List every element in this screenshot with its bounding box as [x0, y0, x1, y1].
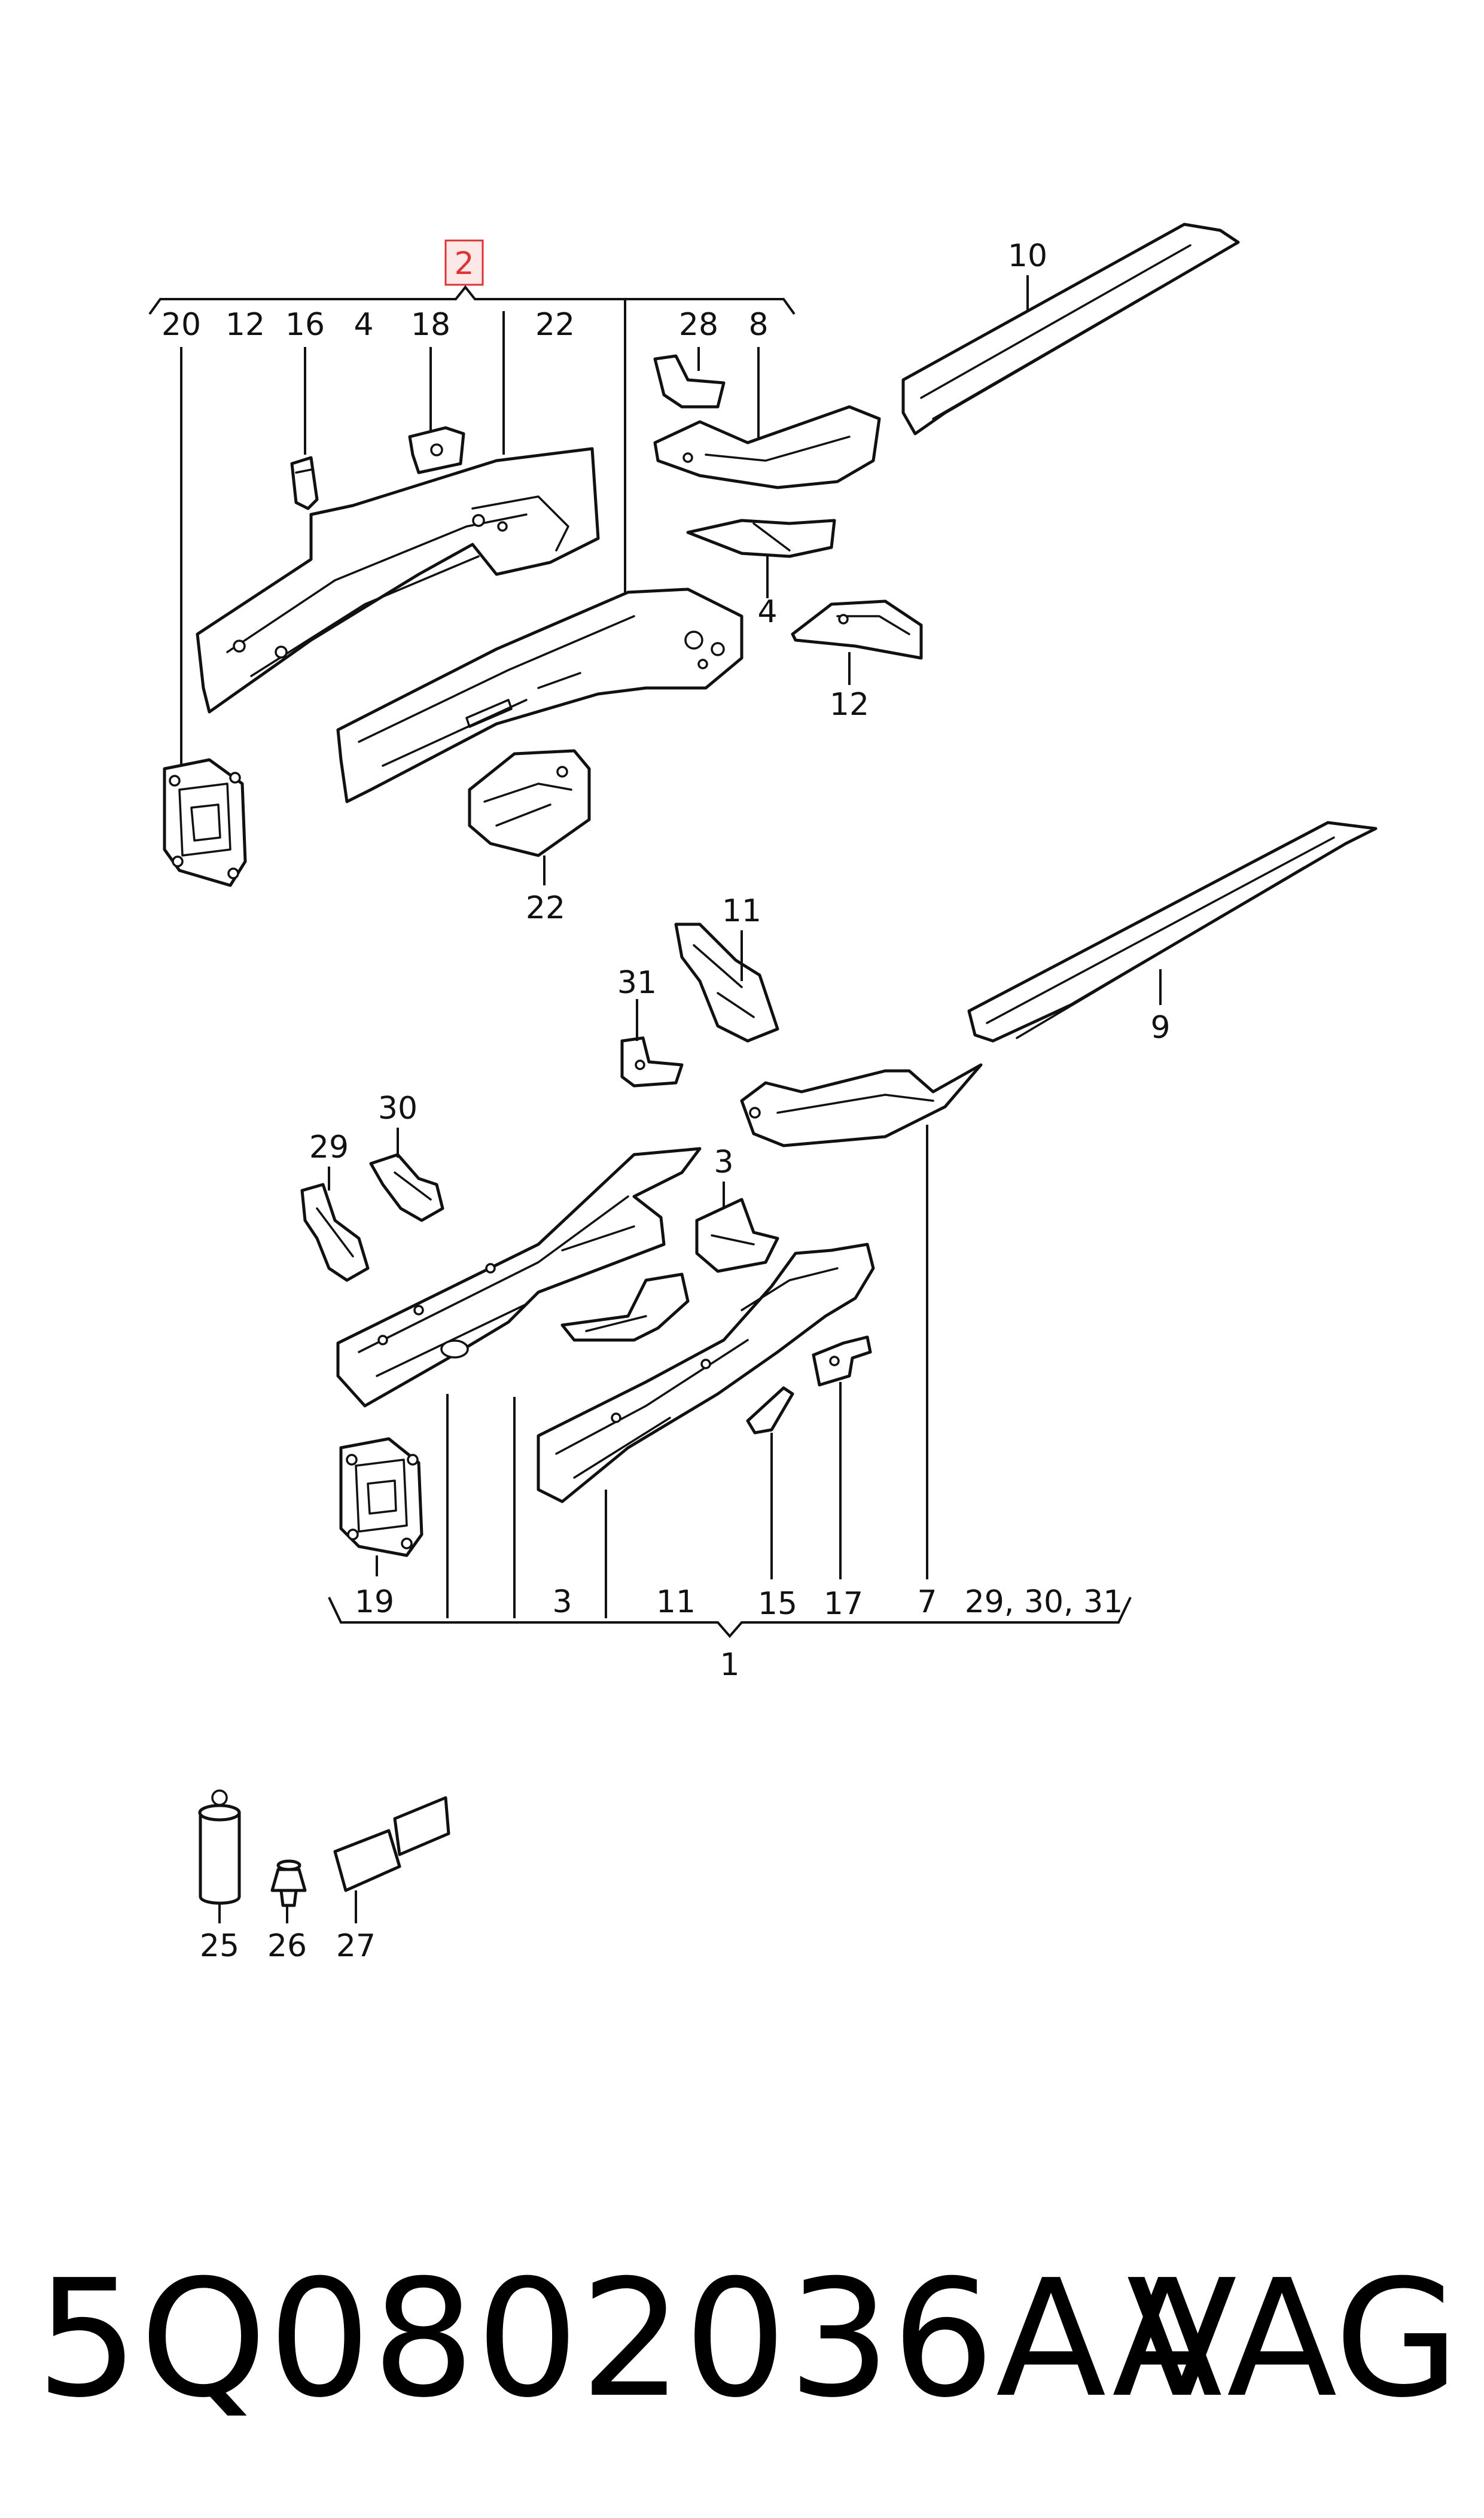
part-30-bracket[interactable]: [369, 1153, 444, 1222]
part-9-sill-lower[interactable]: [967, 821, 1378, 1043]
svg-text:22: 22: [535, 307, 575, 343]
part-29-bracket[interactable]: [300, 1183, 370, 1282]
svg-text:4: 4: [354, 307, 373, 343]
part-3-small-bracket[interactable]: [695, 1198, 779, 1273]
svg-text:18: 18: [411, 307, 450, 343]
part-25-canister[interactable]: [198, 1789, 241, 1923]
callout-27: 27: [336, 1928, 376, 1964]
svg-text:3: 3: [552, 1584, 572, 1620]
part-27-pads[interactable]: [333, 1796, 450, 1923]
part-longitudinal-member-lower[interactable]: [336, 587, 743, 803]
part-18-small-bracket[interactable]: [408, 426, 465, 474]
svg-text:15: 15: [758, 1586, 797, 1622]
part-20-mount-bracket[interactable]: [163, 758, 247, 887]
callout-31: 31: [617, 965, 657, 1001]
part-7-rail[interactable]: [740, 1063, 983, 1147]
callout-22: 22: [526, 890, 565, 926]
svg-text:17: 17: [824, 1586, 863, 1622]
part-16-small-bracket[interactable]: [290, 456, 319, 510]
part-22-mount-block[interactable]: [468, 749, 591, 857]
svg-text:20: 20: [161, 307, 201, 343]
svg-text:11: 11: [656, 1584, 696, 1620]
part-3-plate[interactable]: [560, 1272, 690, 1342]
highlight-callout-2[interactable]: 2: [444, 239, 484, 286]
svg-text:16: 16: [285, 307, 325, 343]
callout-4: 4: [757, 594, 777, 630]
callout-12: 12: [830, 687, 869, 723]
svg-text:2: 2: [454, 246, 474, 282]
top-group-labels: 20 12 16 4 18 22 28 8: [161, 307, 769, 343]
part-15-strip[interactable]: [746, 1386, 794, 1435]
callout-3-upper: 3: [714, 1144, 733, 1180]
part-front-longitudinal-middle[interactable]: [336, 1147, 702, 1408]
callout-26: 26: [267, 1928, 307, 1964]
part-17-bracket[interactable]: [812, 1335, 872, 1387]
callout-10: 10: [1008, 238, 1047, 274]
top-group-leaders: [180, 299, 760, 766]
top-group-bracket: [148, 285, 796, 315]
svg-text:29, 30, 31: 29, 30, 31: [965, 1584, 1123, 1620]
part-number: 5Q0802036AA: [36, 2245, 1224, 2433]
middle-group-leaders: [376, 1125, 928, 1618]
callout-30: 30: [378, 1091, 418, 1126]
bottom-group-labels: 19 3 11 15 17 7 29, 30, 31: [355, 1584, 1123, 1622]
part-12-bracket[interactable]: [791, 599, 923, 660]
svg-text:28: 28: [679, 307, 718, 343]
svg-text:7: 7: [917, 1584, 937, 1620]
part-26-plug[interactable]: [270, 1859, 307, 1923]
part-8-rear-rail[interactable]: [653, 405, 881, 489]
part-longitudinal-member-upper[interactable]: [196, 447, 600, 714]
part-31-bracket[interactable]: [620, 1036, 684, 1088]
footer: 5Q0802036AA VAG: [36, 2249, 1459, 2429]
brand-label: VAG: [1126, 2245, 1459, 2433]
part-19-mount-bracket[interactable]: [339, 1437, 423, 1557]
part-11-upper-bracket[interactable]: [674, 922, 779, 1043]
callout-1: 1: [720, 1647, 739, 1683]
callout-29: 29: [309, 1129, 349, 1165]
part-10-sill-upper[interactable]: [901, 223, 1240, 436]
callout-25: 25: [200, 1928, 239, 1964]
part-11-main-member[interactable]: [537, 1243, 875, 1503]
callout-9: 9: [1150, 1010, 1170, 1046]
svg-text:12: 12: [226, 307, 265, 343]
callout-11: 11: [722, 893, 761, 929]
part-4-plate[interactable]: [686, 519, 836, 558]
bottom-group-bracket: [328, 1597, 1132, 1639]
svg-text:19: 19: [355, 1584, 394, 1620]
part-28-bracket[interactable]: [653, 354, 726, 409]
svg-text:8: 8: [748, 307, 768, 343]
